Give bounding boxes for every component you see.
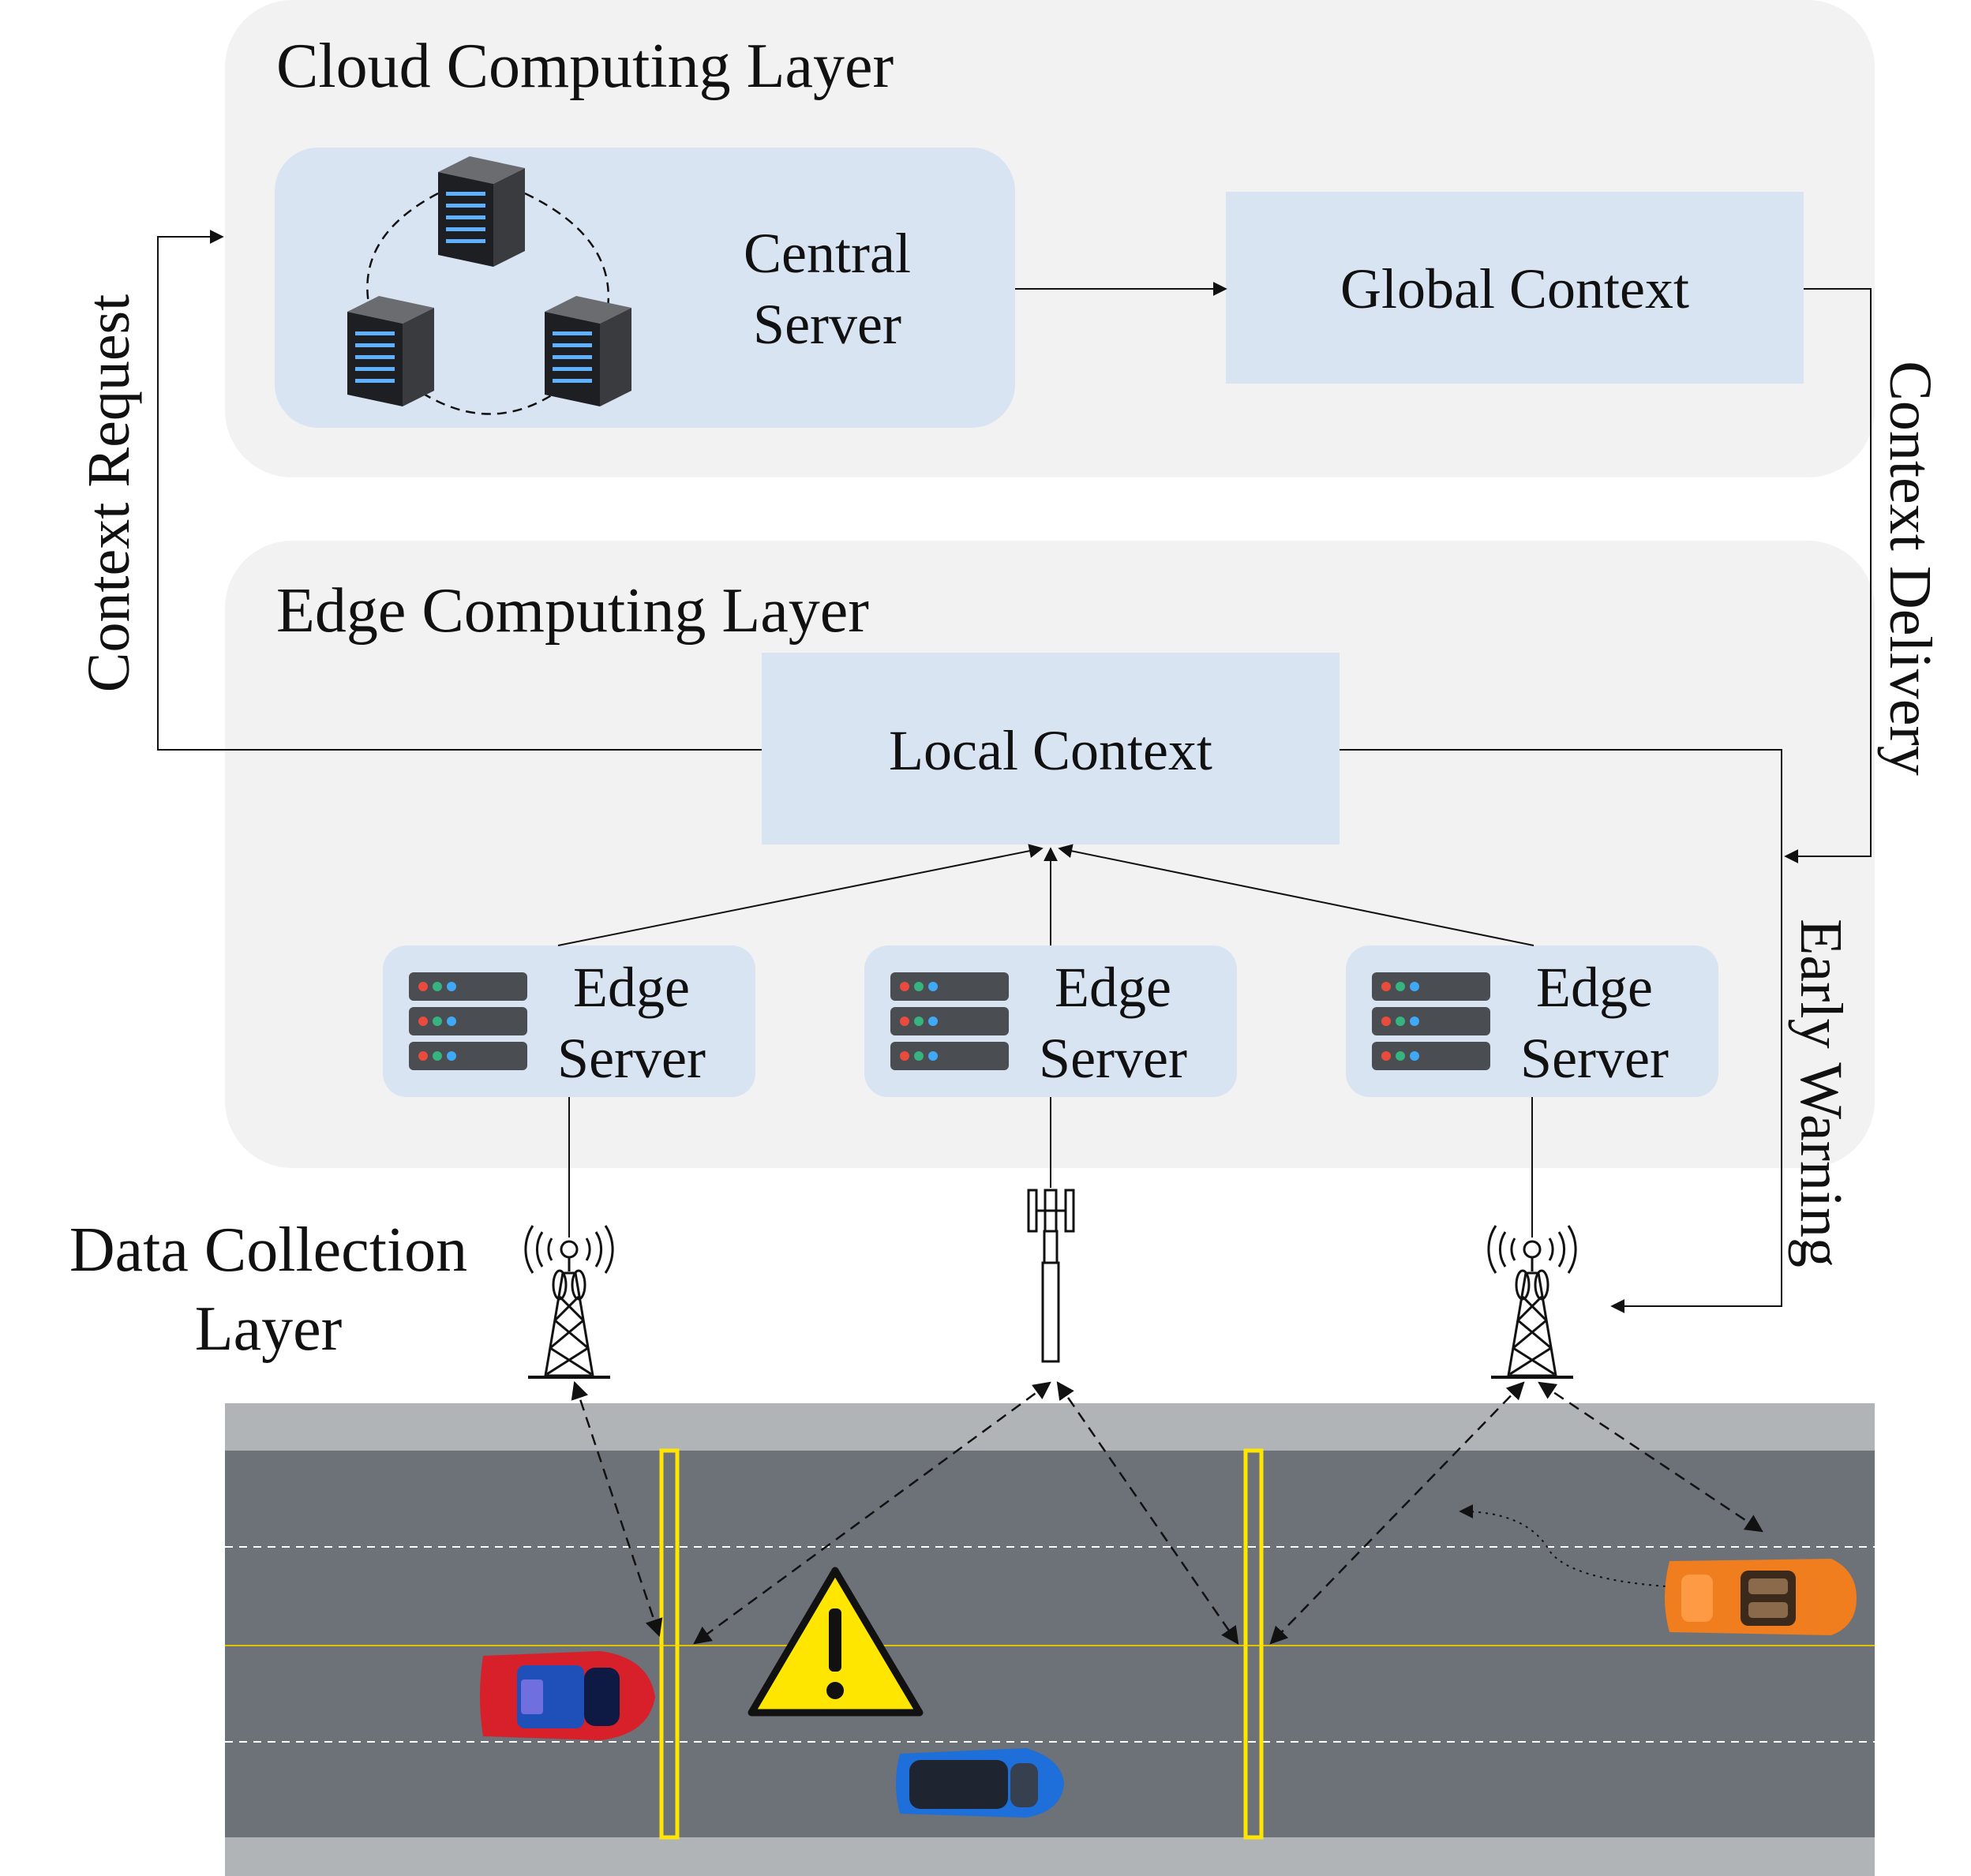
roadside-sensor <box>659 1448 680 1840</box>
edge-server-label: Server <box>1520 1027 1669 1090</box>
lane-change-path <box>1459 1504 1666 1587</box>
server-to-tower-links <box>568 1097 1533 1238</box>
early-warning-arrow <box>1340 749 1782 1313</box>
data-layer-title: Data Collection <box>69 1215 467 1285</box>
radio-tower-icon <box>1486 1224 1578 1379</box>
edge-server-label: Edge <box>1055 956 1171 1019</box>
early-warning-label: Early Warning <box>1788 919 1854 1268</box>
edge-server-label: Server <box>557 1027 706 1090</box>
central-server-label: Server <box>753 293 901 356</box>
edge-server-label: Server <box>1039 1027 1187 1090</box>
radio-tower-icon <box>523 1224 615 1379</box>
local-context-box <box>762 653 1340 844</box>
global-context-label: Global Context <box>1340 257 1689 320</box>
edge-layer-title: Edge Computing Layer <box>276 576 869 646</box>
data-layer-title: Layer <box>195 1294 343 1364</box>
context-delivery-label: Context Delivery <box>1877 361 1943 776</box>
edge-server-box: Edge Server <box>383 945 755 1097</box>
edge-to-local-arrows <box>557 844 1534 946</box>
edge-server-box: Edge Server <box>1346 945 1718 1097</box>
server-cluster-icon <box>347 156 631 415</box>
cell-antenna-icon <box>1027 1189 1075 1363</box>
edge-server-box: Edge Server <box>864 945 1237 1097</box>
communication-links <box>571 1380 1763 1645</box>
roadside-sensor <box>1243 1448 1264 1840</box>
cloud-layer-title: Cloud Computing Layer <box>276 32 894 101</box>
warning-sign-icon <box>748 1567 924 1717</box>
global-context-box <box>1226 192 1804 384</box>
blue-car-icon <box>896 1748 1064 1818</box>
edge-server-label: Edge <box>573 956 690 1019</box>
central-server-label: Central <box>744 222 911 285</box>
local-context-label: Local Context <box>889 719 1212 782</box>
edge-server-label: Edge <box>1536 956 1653 1019</box>
orange-car-icon <box>1665 1559 1857 1635</box>
context-request-arrow <box>157 230 762 751</box>
context-delivery-arrow <box>1784 288 1872 863</box>
context-request-label: Context Request <box>76 294 142 693</box>
red-car-icon <box>480 1651 655 1740</box>
